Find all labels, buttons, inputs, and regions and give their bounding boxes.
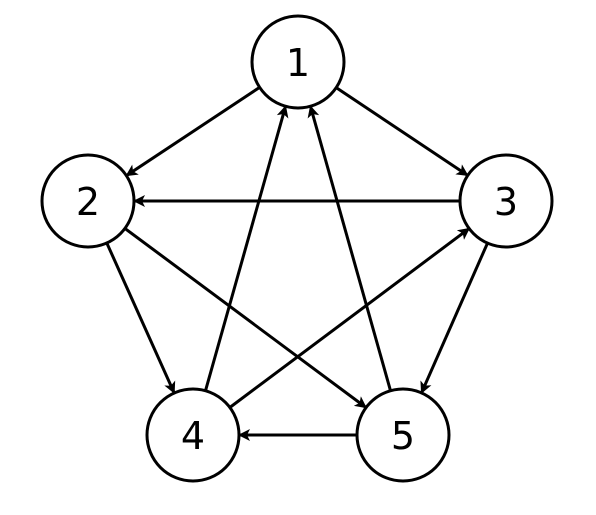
node-2: 2 bbox=[40, 153, 136, 249]
node-3-circle bbox=[458, 153, 554, 249]
node-4-circle bbox=[145, 387, 241, 483]
edge-2-to-5 bbox=[124, 227, 367, 409]
node-1-circle bbox=[250, 14, 346, 110]
node-3: 3 bbox=[458, 153, 554, 249]
edge-4-to-3 bbox=[228, 227, 471, 409]
node-5: 5 bbox=[355, 387, 451, 483]
node-1: 1 bbox=[250, 14, 346, 110]
edge-5-to-1 bbox=[307, 105, 392, 392]
node-4-label: 4 bbox=[181, 414, 205, 458]
edge-1-to-2 bbox=[125, 86, 261, 177]
node-2-circle bbox=[40, 153, 136, 249]
edges-layer bbox=[105, 86, 489, 441]
node-5-label: 5 bbox=[391, 414, 415, 458]
edge-3-to-5 bbox=[420, 242, 489, 394]
node-3-label: 3 bbox=[494, 180, 518, 224]
node-1-label: 1 bbox=[286, 41, 310, 85]
node-5-circle bbox=[355, 387, 451, 483]
edge-4-to-1 bbox=[204, 105, 289, 392]
edge-1-to-3 bbox=[335, 86, 469, 177]
node-4: 4 bbox=[145, 387, 241, 483]
edge-2-to-4 bbox=[105, 242, 176, 394]
node-2-label: 2 bbox=[76, 180, 100, 224]
nodes-layer: 1 2 3 4 5 bbox=[40, 14, 554, 483]
